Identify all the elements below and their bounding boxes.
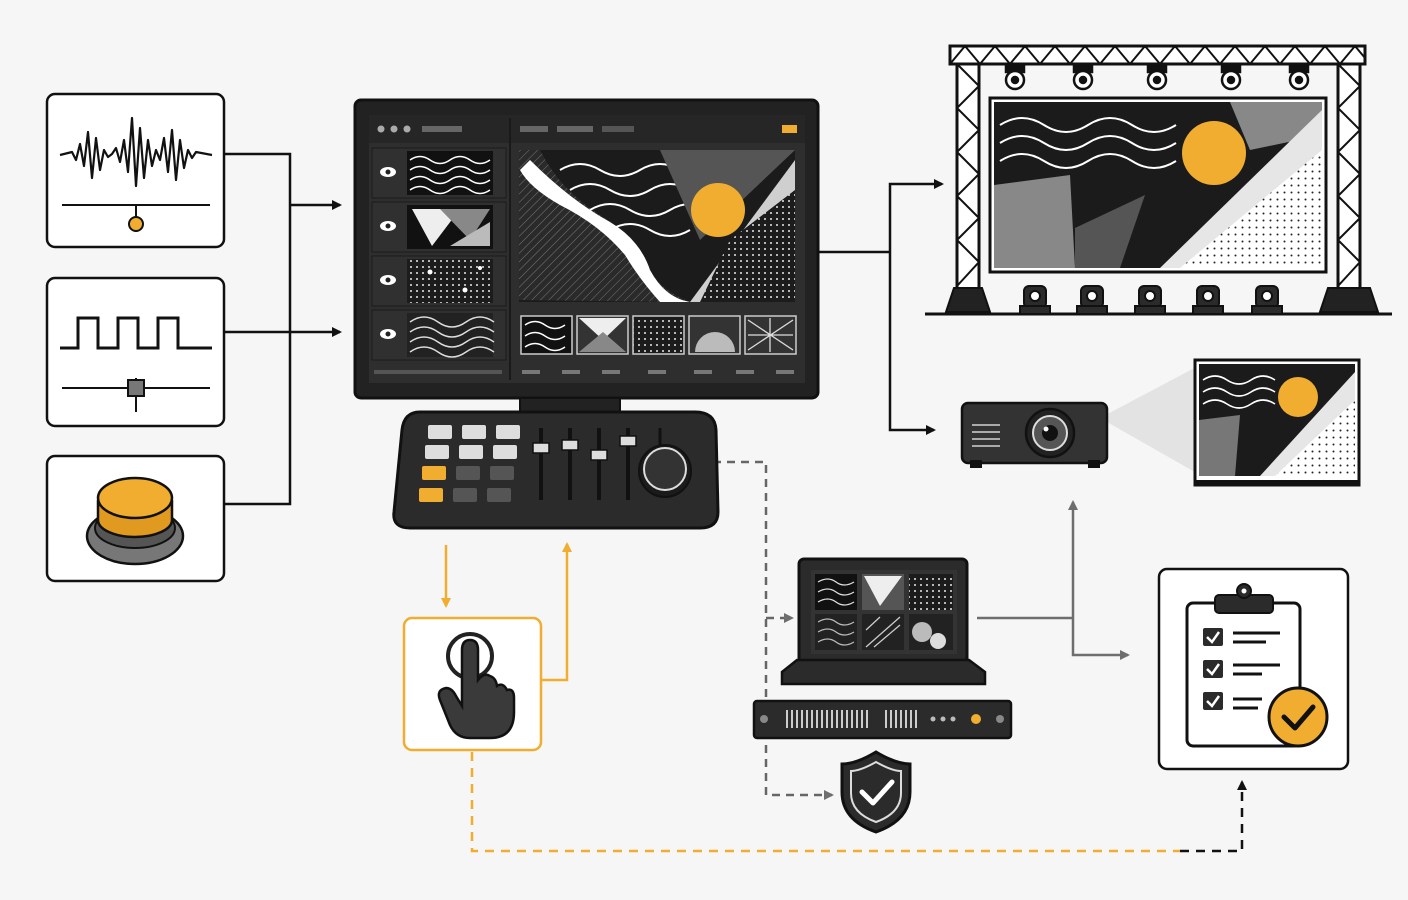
output-lines [818, 179, 944, 435]
audio-waveform-icon [59, 116, 213, 188]
checklist-card [1157, 567, 1350, 771]
layer-thumbnail-triangles [407, 205, 493, 249]
button-input-card [45, 454, 226, 583]
monitor-icon [353, 98, 820, 413]
main-preview [519, 150, 795, 302]
clipboard-checklist-icon [1185, 583, 1329, 748]
dashed-black-line [1180, 780, 1247, 853]
projector-icon [960, 365, 1200, 475]
layer-thumbnail-lines [407, 313, 495, 358]
dashed-accent-line [470, 752, 1180, 853]
clip-strip [520, 315, 797, 355]
control-surface-icon [392, 410, 720, 530]
jog-wheel-icon [638, 444, 692, 498]
accent-loop-lines [441, 542, 572, 682]
push-button-icon [85, 476, 185, 566]
pad-grid [419, 425, 520, 502]
floor-moving-heads [1019, 285, 1283, 315]
pulse-slider-handle-icon [127, 379, 145, 397]
layer-list [371, 147, 507, 361]
laptop-icon [780, 557, 987, 686]
shield-check-icon [840, 750, 912, 834]
audio-level-knob-icon [128, 216, 144, 232]
square-wave-icon [60, 316, 212, 350]
stage-truss-screen-icon [925, 44, 1392, 316]
rack-server-icon [752, 699, 1013, 740]
timeline-markers [374, 370, 794, 374]
faders [532, 428, 662, 500]
input-bus-lines [225, 152, 342, 506]
layer-thumbnail-particles [407, 259, 493, 303]
dashed-gray-lines [713, 460, 834, 800]
stage-screen [988, 96, 1328, 274]
check-badge-icon [1267, 686, 1329, 748]
gray-solid-lines [977, 500, 1130, 660]
audio-input-card [45, 92, 226, 249]
layer-thumbnail-waves [407, 151, 493, 195]
truss-spotlights [1004, 62, 1310, 91]
pulse-input-card [45, 276, 226, 428]
connectors [225, 152, 1247, 853]
touch-trigger-card [402, 616, 543, 752]
projection-screen [1193, 358, 1361, 487]
tap-gesture-icon [437, 632, 516, 740]
